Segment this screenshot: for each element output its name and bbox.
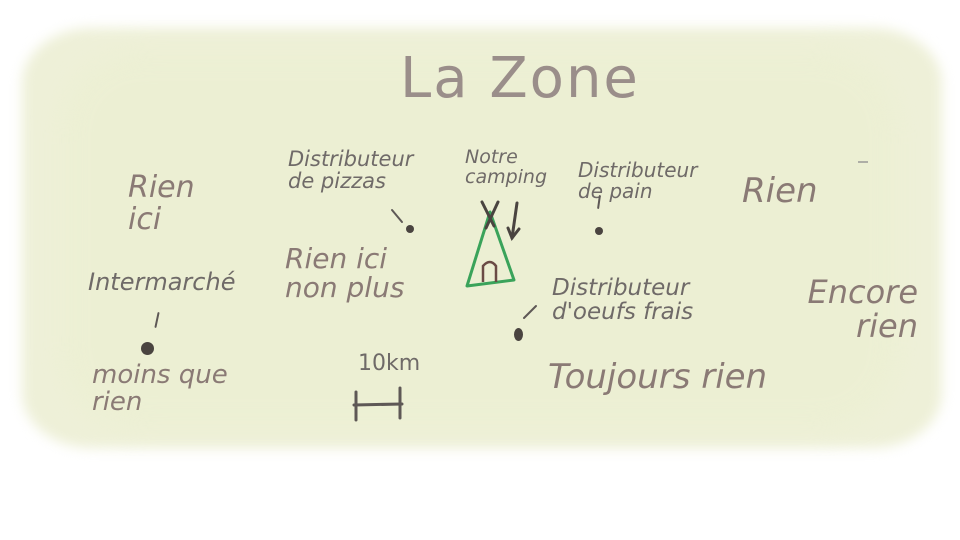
- oeufs-pointer-line: [523, 305, 537, 319]
- label-moins-que-rien: moins que rien: [92, 360, 228, 418]
- label-distributeur-pain: Distributeur de pain: [578, 158, 698, 203]
- label-distributeur-oeufs: Distributeur d'oeufs frais: [552, 275, 694, 326]
- label-distributeur-pizzas: Distributeur de pizzas: [288, 147, 414, 194]
- pizza-location-dot: [406, 225, 414, 233]
- label-rien-ici-non-plus: Rien ici non plus: [285, 242, 405, 305]
- label-intermarche: Intermarché: [88, 268, 236, 296]
- scale-bar: [352, 386, 404, 422]
- scale-label: 10km: [358, 351, 421, 376]
- label-toujours-rien: Toujours rien: [548, 357, 768, 397]
- label-notre-camping: Notre camping: [465, 146, 548, 188]
- oeufs-location-dot: [514, 328, 523, 341]
- label-encore-rien: Encore rien: [807, 273, 918, 345]
- label-rien: Rien: [742, 171, 818, 211]
- camping-pointer-arrows-icon: [480, 200, 521, 241]
- pizza-pointer-line: [391, 209, 403, 223]
- camping-tent-icon: [465, 210, 516, 288]
- label-rien-ici: Rien ici: [128, 170, 195, 237]
- pain-location-dot: [595, 227, 603, 235]
- intermarche-location-dot: [141, 342, 154, 355]
- map-title: La Zone: [400, 46, 640, 111]
